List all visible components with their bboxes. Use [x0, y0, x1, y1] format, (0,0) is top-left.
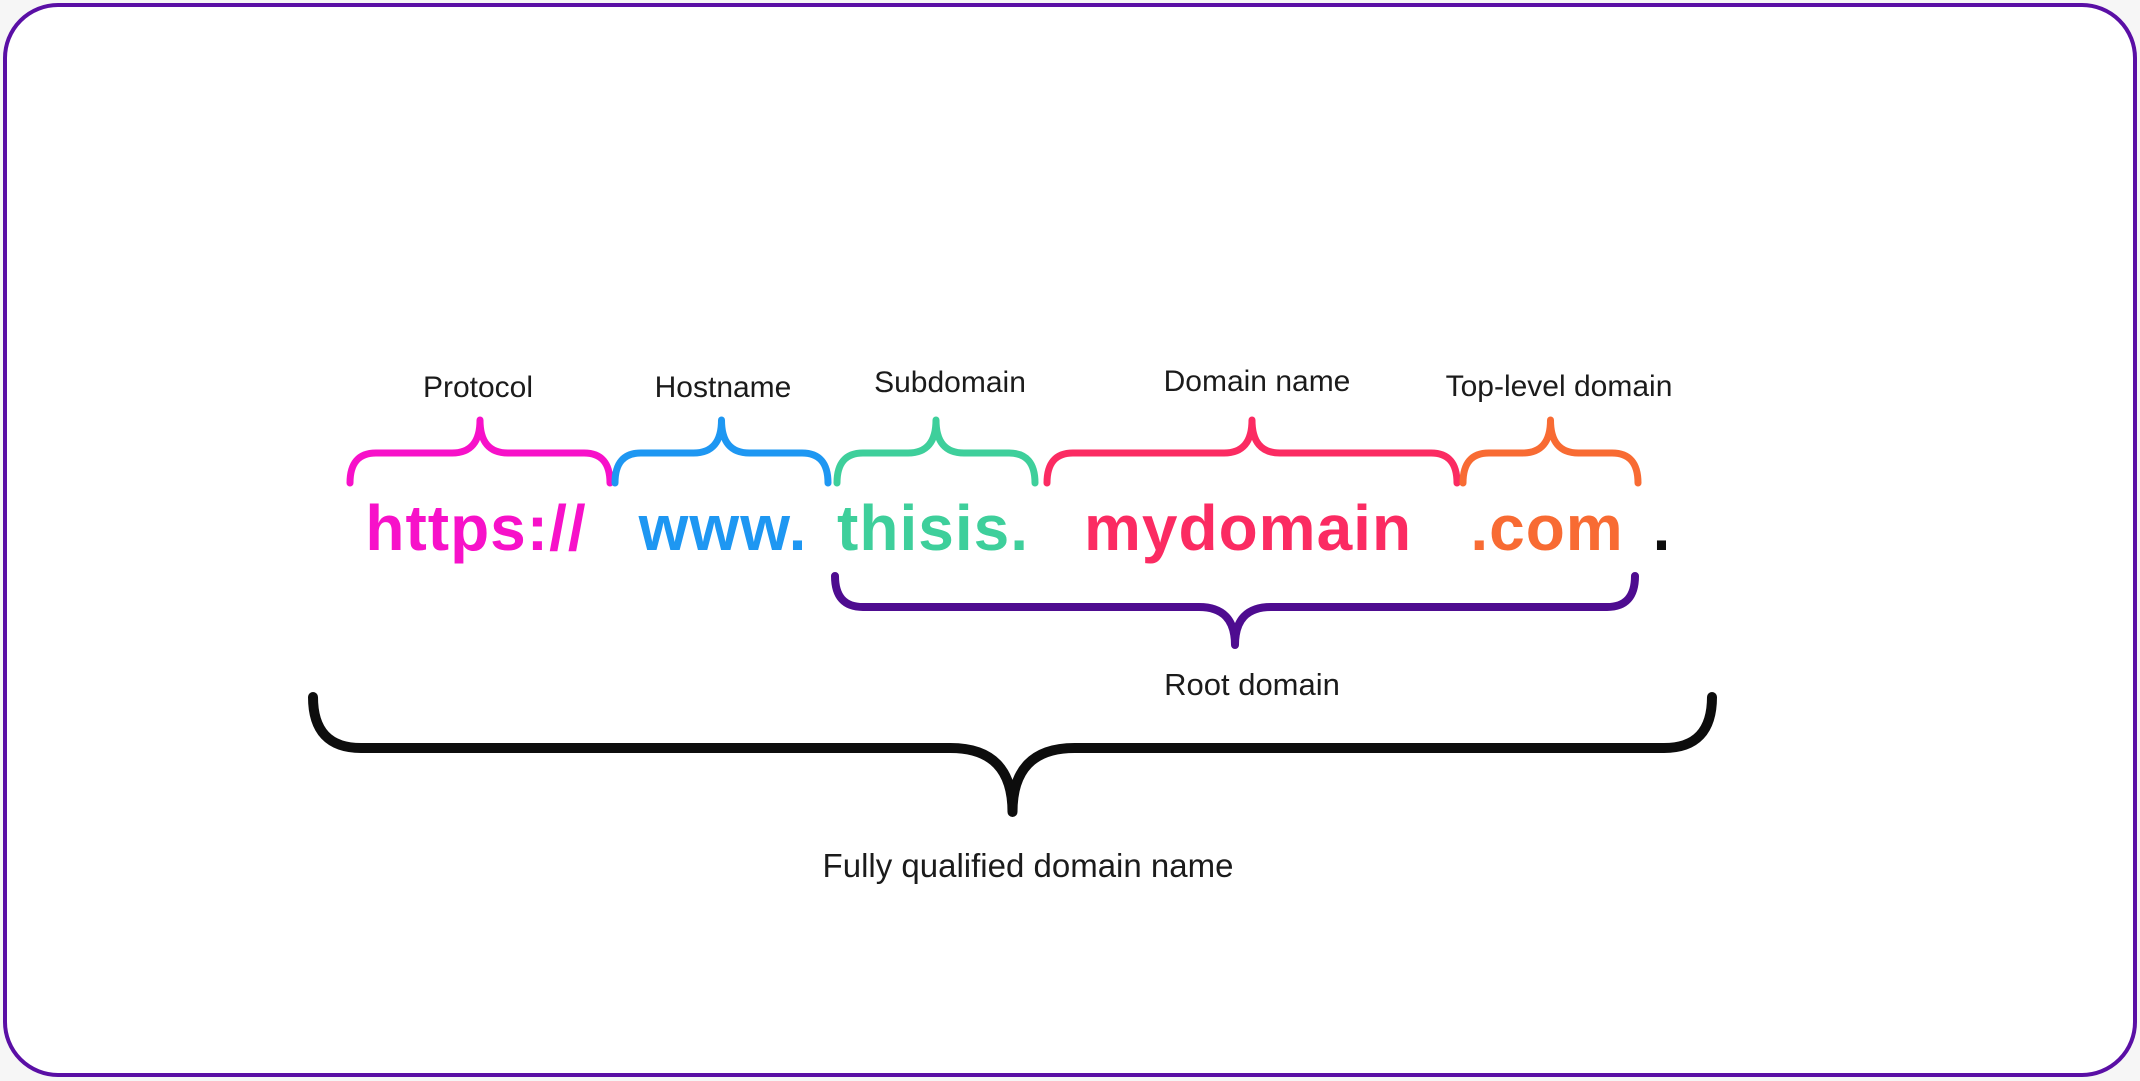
- fqdn-label: Fully qualified domain name: [822, 847, 1234, 884]
- subdomain-text: thisis.: [837, 492, 1029, 564]
- fqdn-brace-icon: [308, 692, 1717, 817]
- top-level-domain-label: Top-level domain: [1445, 370, 1673, 403]
- domain-name-brace-icon: [1043, 416, 1461, 487]
- diagram-card: [3, 3, 2137, 1077]
- root-domain-brace-icon: [831, 572, 1639, 649]
- domain-name-text: mydomain: [1083, 492, 1413, 564]
- domain-name-label: Domain name: [1163, 365, 1351, 398]
- hostname-label: Hostname: [654, 371, 792, 404]
- protocol-brace-icon: [346, 416, 614, 487]
- top-level-domain-brace-icon: [1459, 416, 1642, 487]
- subdomain-brace-icon: [833, 416, 1039, 487]
- protocol-label: Protocol: [422, 371, 534, 404]
- subdomain-label: Subdomain: [874, 366, 1026, 399]
- root-domain-label: Root domain: [1164, 667, 1340, 702]
- hostname-text: www.: [638, 492, 808, 564]
- protocol-text: https://: [365, 492, 587, 564]
- top-level-domain-text: .com: [1470, 492, 1624, 564]
- hostname-brace-icon: [611, 416, 832, 487]
- trailing-root-dot: .: [1652, 492, 1672, 564]
